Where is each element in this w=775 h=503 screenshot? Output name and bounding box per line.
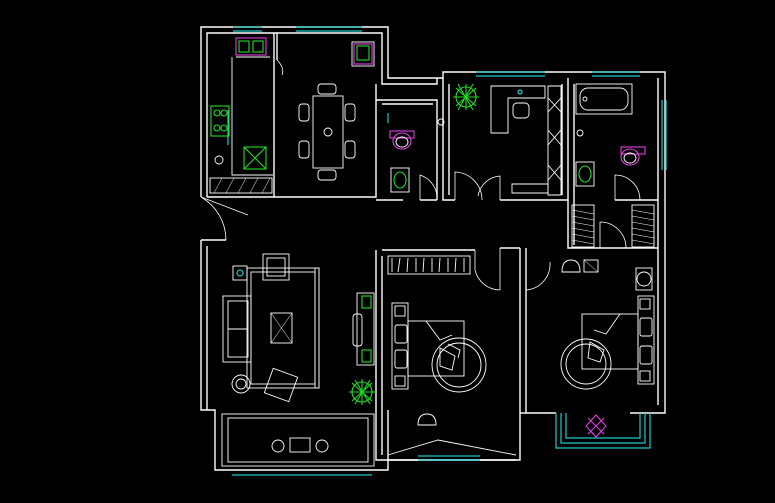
plant-icon [349,379,375,405]
sink-icon [575,161,595,187]
sofa-icon [222,253,299,403]
tv-unit [352,292,375,366]
toilet-icon [620,146,646,166]
plant-icon [453,83,479,111]
rug-icon [560,338,612,390]
stove-icon [210,105,230,137]
closet [387,255,471,275]
fridge [351,41,375,67]
bed-icon [581,295,655,385]
plant-icon [585,414,607,438]
study [454,85,562,201]
dining-table-icon [298,83,356,181]
kitchen [209,37,273,194]
balcony [221,413,375,467]
door-swing-icon [614,174,641,201]
sink-icon [235,37,267,56]
sink-icon [390,167,410,193]
bathtub-icon [575,83,633,115]
windows [227,26,667,476]
door-swing-icon [419,174,438,200]
toilet-icon [389,130,415,150]
rug-icon [431,337,487,393]
walls [200,26,666,471]
door-swing-icon [454,171,483,201]
door-swing-icon [200,196,249,216]
bed-icon [391,302,465,390]
rug-icon [246,267,320,389]
